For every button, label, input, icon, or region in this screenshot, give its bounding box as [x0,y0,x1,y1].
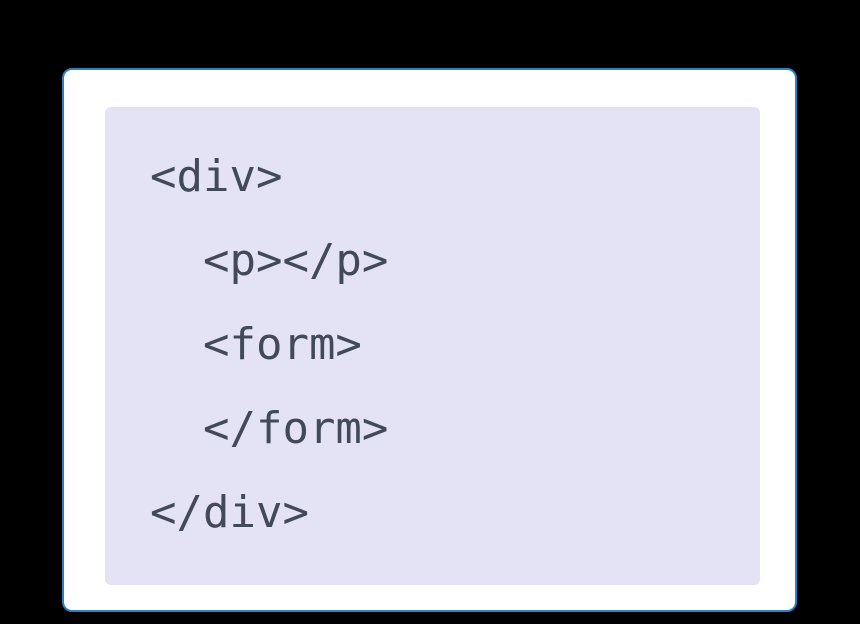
code-block: <div> <p></p> <form> </form> </div> [105,107,760,585]
code-line: <form> [150,319,362,370]
code-card: <div> <p></p> <form> </form> </div> [62,68,797,612]
code-line: </div> [150,487,309,538]
code-line: <div> [150,151,283,202]
code-line: </form> [150,403,389,454]
code-line: <p></p> [150,235,389,286]
